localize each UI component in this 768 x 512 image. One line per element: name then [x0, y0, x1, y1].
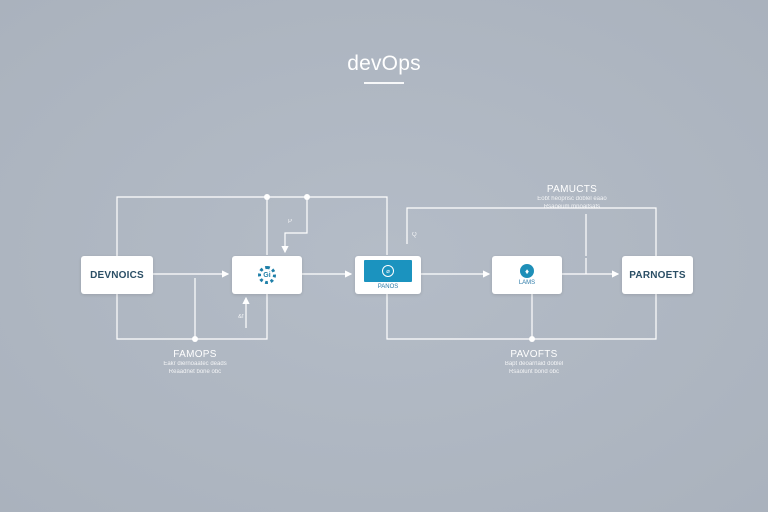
caption-middle-line-2: Rsaolunt bond obc [508, 369, 560, 375]
caption-middle-line-1: Bapt deoarrlaid doblel [504, 361, 564, 367]
screen-icon: ⌀ [364, 260, 412, 282]
caption-middle-title: PAVOFTS [510, 349, 558, 360]
gear-icon: Gi [258, 266, 276, 284]
mark-tx: &f [238, 314, 244, 320]
node-screen[interactable]: ⌀ PANOS [355, 256, 421, 294]
gear-icon-glyph: Gi [263, 271, 271, 279]
junction-dot [304, 194, 310, 200]
diagram-title: devOps [347, 52, 421, 75]
caption-left-title: FAMOPS [173, 349, 217, 360]
junction-dot [264, 194, 270, 200]
caption-middle: PAVOFTS Bapt deoarrlaid doblel Rsaolunt … [484, 349, 584, 376]
caption-top-title: PAMUCTS [546, 184, 598, 195]
caption-left-line-1: Eakr diernoaatec deads [163, 361, 227, 367]
bulb-icon: ♦ [520, 264, 534, 278]
arrow-down-to-gear [281, 197, 308, 254]
node-devnoics-label: DEVNOICS [90, 269, 144, 281]
node-devnoics[interactable]: DEVNOICS [81, 256, 153, 294]
mark-p: P [288, 219, 293, 225]
caption-top-line-1: Eobt heoprisc doblel eaao [537, 196, 607, 202]
loop-top-left [116, 196, 388, 256]
node-parnoets-label: PARNOETS [629, 269, 686, 281]
title-underline [364, 82, 404, 84]
node-parnoets[interactable]: PARNOETS [622, 256, 693, 294]
node-lamp[interactable]: ♦ LAMS [492, 256, 562, 294]
screen-glyph: ⌀ [386, 268, 390, 275]
junction-dot [529, 336, 535, 342]
mark-q: Q [412, 232, 417, 238]
junction-dot [192, 336, 198, 342]
node-lamp-label: LAMS [518, 280, 536, 286]
lamp-glyph: ♦ [524, 266, 530, 276]
caption-left: FAMOPS Eakr diernoaatec deads Reaadnet b… [145, 349, 245, 376]
node-screen-label: PANOS [377, 284, 399, 290]
caption-left-line-2: Reaadnet bone obc [168, 369, 222, 375]
compass-icon: ⌀ [382, 265, 394, 277]
caption-top: PAMUCTS Eobt heoprisc doblel eaao Rsaoeu… [522, 184, 622, 211]
loop-bottom-left [116, 294, 268, 340]
node-gear[interactable]: Gi [232, 256, 302, 294]
caption-top-line-2: Rsaoeum mnoaitsats [543, 204, 601, 210]
